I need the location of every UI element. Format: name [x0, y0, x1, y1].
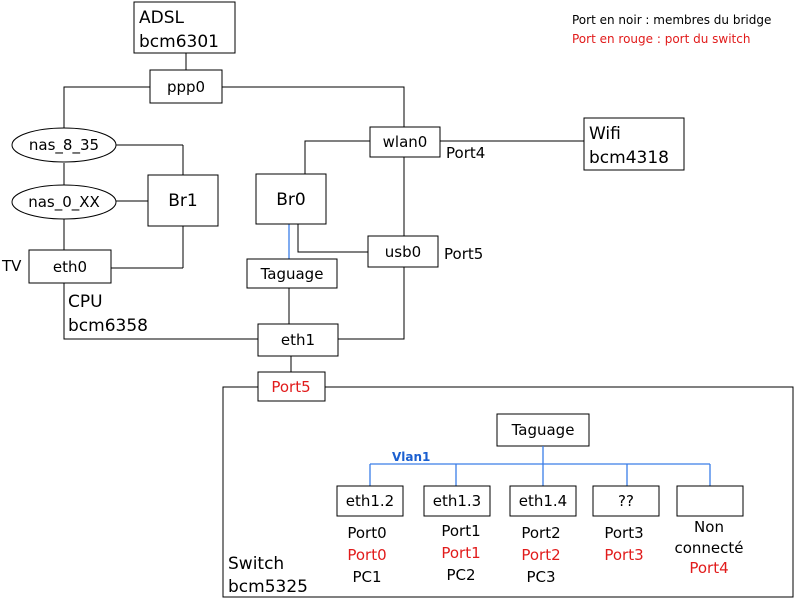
- br0-label: Br0: [276, 190, 305, 210]
- port-unconnected: [676, 485, 744, 517]
- port-box-label: ??: [618, 492, 634, 510]
- nas-8-35-label: nas_8_35: [29, 136, 99, 155]
- eth0-label: eth0: [53, 258, 87, 276]
- usb0-box: usb0: [367, 235, 439, 268]
- port1-device-label: PC2: [446, 566, 475, 584]
- port4-status-line1: Non: [694, 518, 724, 536]
- taguage-top-label: Taguage: [260, 265, 324, 283]
- port2-switch-label: Port2: [521, 546, 560, 564]
- switch-port5-label: Port5: [271, 378, 310, 396]
- taguage-switch-box: Taguage: [496, 413, 590, 447]
- port2-device-label: PC3: [526, 568, 555, 586]
- switch-label: Switch: [228, 554, 284, 574]
- switch-port5-box: Port5: [257, 371, 326, 402]
- connections: [63, 53, 584, 414]
- port-box-label: eth1.2: [346, 492, 394, 510]
- wlan0-label: wlan0: [383, 133, 428, 151]
- port4-switch-label: Port4: [689, 559, 728, 577]
- port-box-label: eth1.4: [519, 492, 567, 510]
- br1-box: Br1: [147, 174, 219, 227]
- cpu-model: bcm6358: [68, 316, 148, 336]
- usb0-port-label: Port5: [444, 245, 483, 263]
- eth1-label: eth1: [281, 331, 315, 349]
- cpu-label: CPU: [68, 292, 103, 312]
- taguage-switch-label: Taguage: [511, 421, 575, 439]
- eth1-box: eth1: [257, 323, 339, 357]
- port-eth1-2: eth1.2: [336, 485, 404, 517]
- port-unknown: ??: [592, 485, 660, 517]
- switch-model: bcm5325: [228, 577, 308, 597]
- legend-red: Port en rouge : port du switch: [572, 32, 750, 46]
- port3-switch-label: Port3: [604, 546, 643, 564]
- port0-switch-label: Port0: [347, 546, 386, 564]
- port0-bridge-label: Port0: [347, 524, 386, 542]
- port3-bridge-label: Port3: [604, 524, 643, 542]
- ppp0-label: ppp0: [167, 78, 205, 96]
- port-eth1-4: eth1.4: [509, 485, 577, 517]
- adsl-label: ADSL: [139, 8, 185, 28]
- adsl-model: bcm6301: [139, 32, 219, 52]
- nas-0-xx-label: nas_0_XX: [28, 193, 100, 212]
- usb0-label: usb0: [385, 243, 421, 261]
- wlan0-box: wlan0: [369, 126, 441, 158]
- tv-label: TV: [1, 257, 22, 275]
- eth0-box: eth0: [28, 249, 112, 284]
- br1-label: Br1: [168, 191, 197, 211]
- port1-switch-label: Port1: [441, 544, 480, 562]
- vlan-label: Vlan1: [392, 450, 430, 464]
- port4-status-line2: connecté: [674, 539, 743, 557]
- legend-black: Port en noir : membres du bridge: [572, 13, 771, 27]
- nas-8-35-node: nas_8_35: [11, 127, 117, 163]
- port0-device-label: PC1: [352, 568, 381, 586]
- vlan-tree: [369, 446, 711, 486]
- br0-box: Br0: [255, 173, 327, 225]
- nas-0-xx-node: nas_0_XX: [11, 184, 117, 220]
- port2-bridge-label: Port2: [521, 524, 560, 542]
- wifi-model: bcm4318: [589, 148, 669, 168]
- port-eth1-3: eth1.3: [423, 485, 491, 517]
- taguage-top-box: Taguage: [246, 258, 338, 289]
- wifi-label: Wifi: [589, 124, 621, 144]
- adsl-chip: ADSL bcm6301: [133, 1, 236, 54]
- port1-bridge-label: Port1: [441, 522, 480, 540]
- wifi-chip: Wifi bcm4318: [583, 117, 685, 171]
- ppp0-box: ppp0: [149, 69, 223, 104]
- port-box-label: eth1.3: [433, 492, 481, 510]
- wlan0-port-label: Port4: [446, 144, 485, 162]
